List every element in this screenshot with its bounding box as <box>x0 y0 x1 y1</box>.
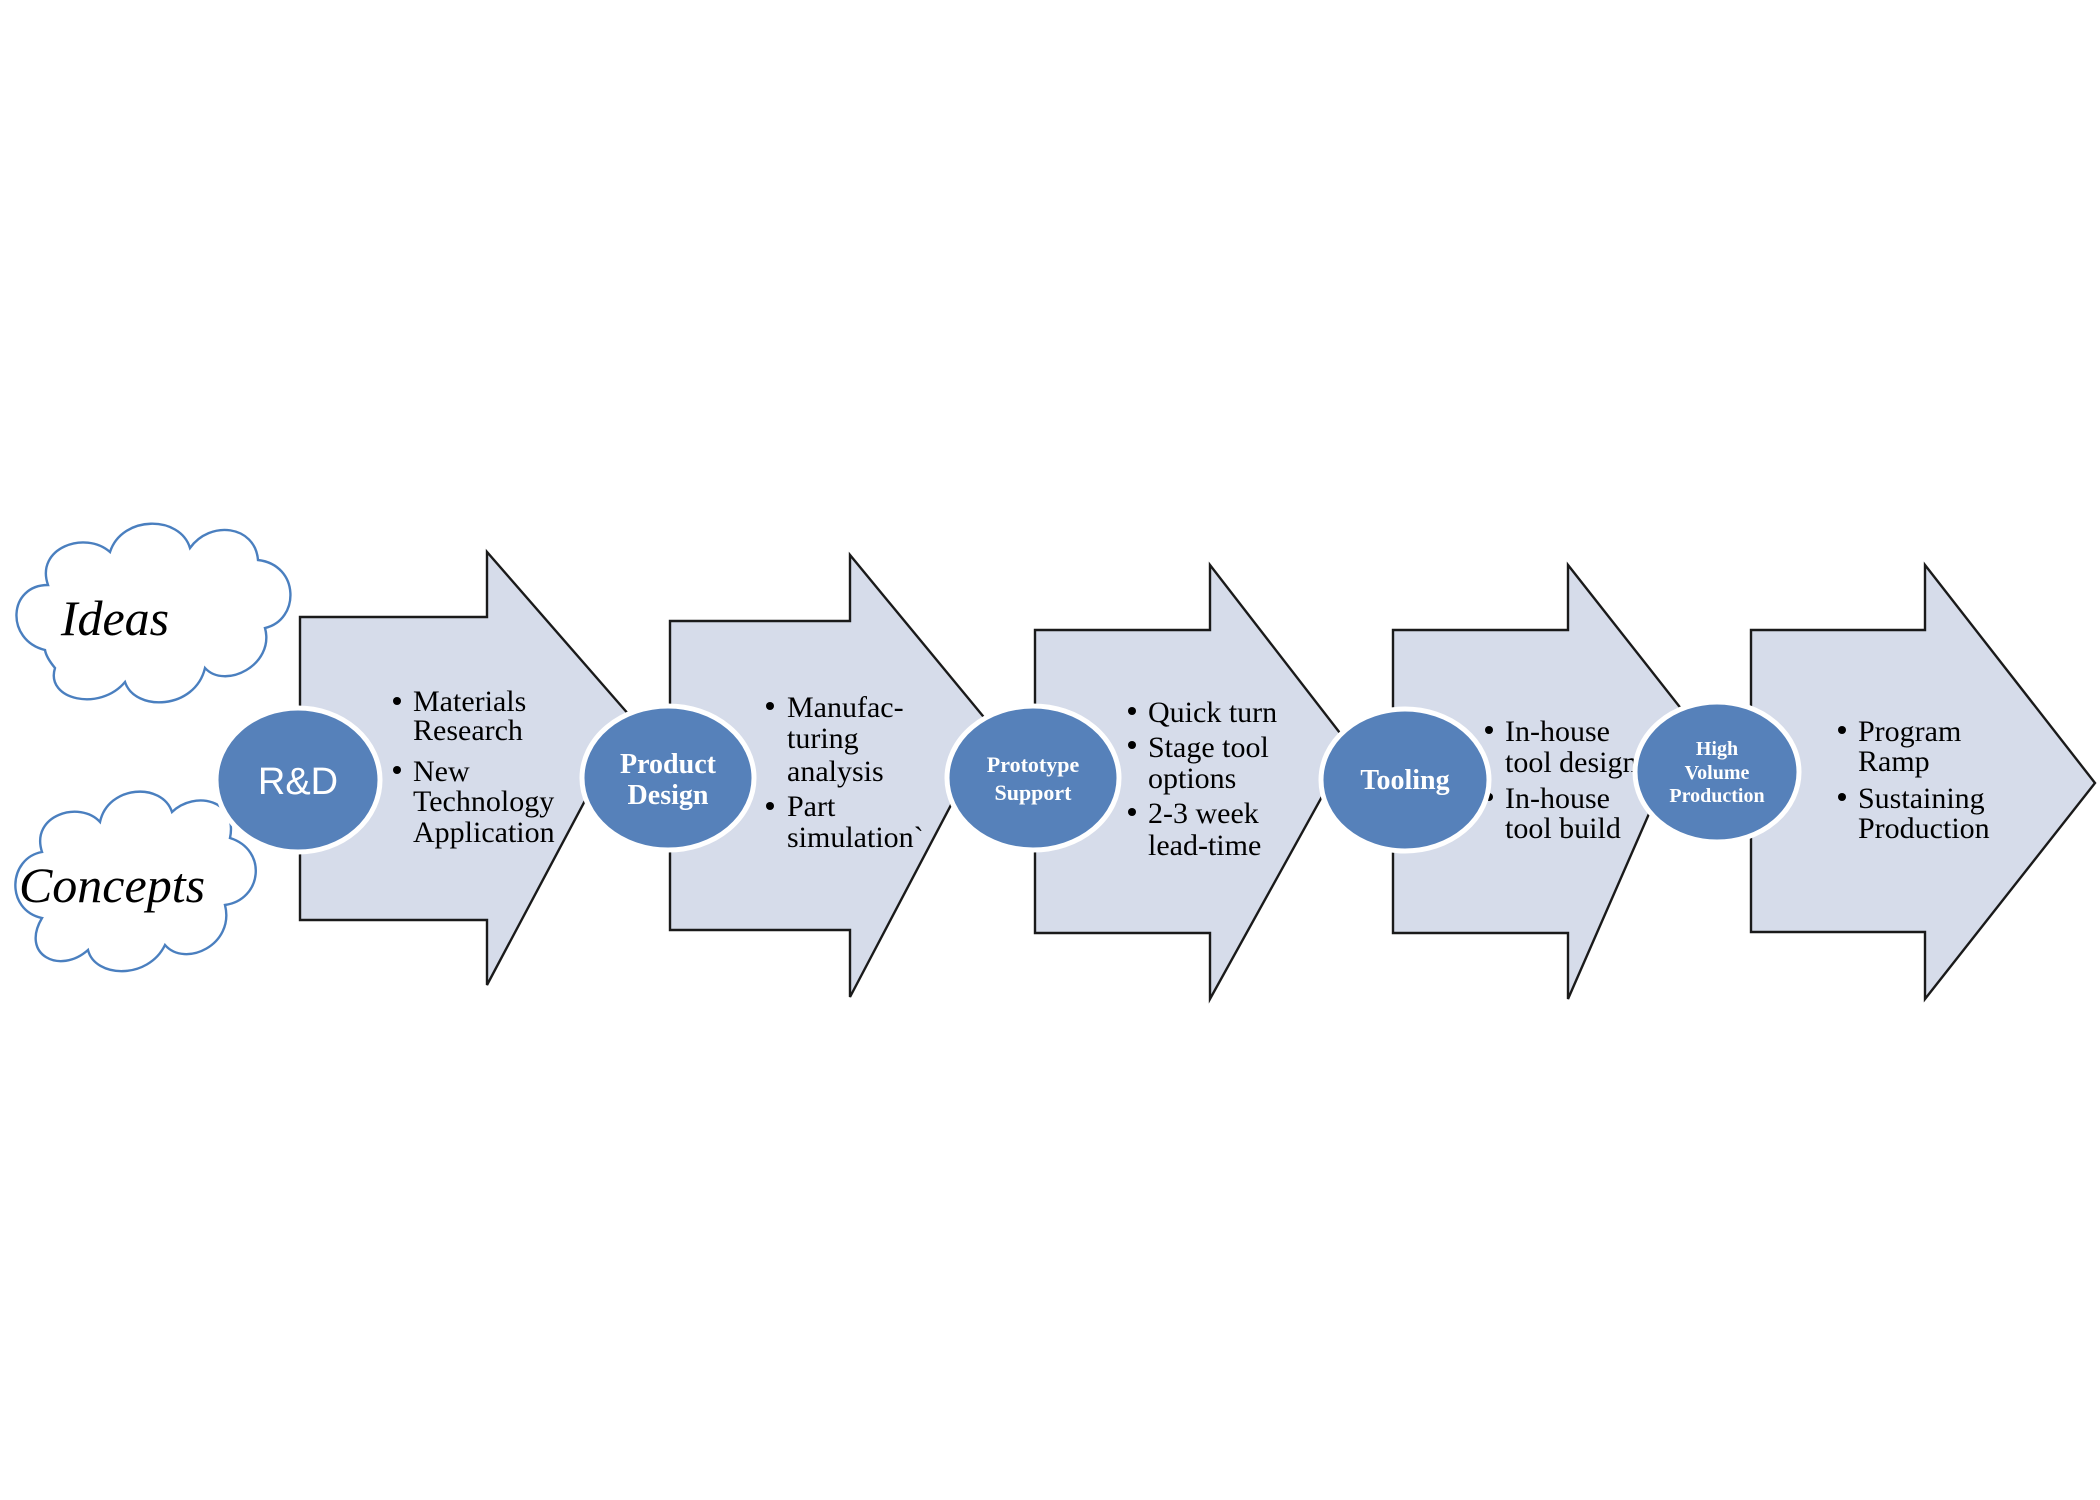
stage-tooling: Tooling <box>1318 706 1492 854</box>
stage-prototype-support: Prototype Support <box>944 703 1122 853</box>
cloud-concepts-label: Concepts <box>19 857 205 913</box>
cloud-ideas-shape <box>15 522 292 704</box>
bullet-rd-2-line3: Application <box>413 816 555 849</box>
stage-arrow-rd <box>298 548 632 986</box>
stage-title-hvp-line1: High <box>1696 738 1738 760</box>
stage-title-prototype-support-line2: Support <box>994 780 1072 805</box>
bullet-product-design-1-line2: turing <box>787 722 859 755</box>
cloud-concepts: Concepts <box>14 790 257 973</box>
stage-circle-tooling <box>1318 706 1492 854</box>
bullet-rd-1-line1: Materials <box>413 685 526 718</box>
bullet-dot <box>766 702 774 710</box>
bullets-rd: Materials Research New Technology Applic… <box>393 685 555 849</box>
bullets-product-design: Manufac- turing analysis Part simulation… <box>766 691 924 854</box>
bullet-dot <box>1128 808 1136 816</box>
bullet-rd-2-line1: New <box>413 755 470 788</box>
bullet-rd-2-line2: Technology <box>413 785 554 818</box>
cloud-concepts-shape <box>14 790 257 973</box>
stage-title-hvp-line3: Production <box>1669 785 1764 807</box>
bullet-hvp-2-line2: Production <box>1858 812 1990 845</box>
stage-product-design: Product Design <box>579 703 757 853</box>
stage-arrows <box>298 548 2097 1004</box>
bullet-tooling-1-line1: In-house <box>1505 715 1610 748</box>
bullet-prototype-support-3-line1: 2-3 week <box>1148 797 1259 830</box>
bullets-prototype-support: Quick turn Stage tool options 2-3 week l… <box>1128 696 1277 862</box>
bullet-tooling-2-line1: In-house <box>1505 782 1610 815</box>
stage-circle-rd <box>213 705 383 855</box>
bullet-dot <box>393 766 401 774</box>
bullet-prototype-support-2-line2: options <box>1148 762 1236 795</box>
bullet-rd-1-line2: Research <box>413 714 523 747</box>
cloud-ideas-label: Ideas <box>60 590 169 646</box>
bullet-product-design-1-line1: Manufac- <box>787 691 904 724</box>
bullet-product-design-2-line2: simulation` <box>787 821 924 854</box>
bullet-dot <box>1128 741 1136 749</box>
bullet-prototype-support-2-line1: Stage tool <box>1148 731 1269 764</box>
bullets-tooling: In-house tool design In-house tool build <box>1485 715 1638 845</box>
bullet-dot <box>1838 793 1846 801</box>
stage-arrow-prototype-support <box>1033 561 1352 1004</box>
stage-title-tooling: Tooling <box>1360 765 1449 796</box>
stage-arrow-product-design <box>668 551 994 998</box>
stage-title-product-design-line2: Design <box>628 780 709 811</box>
bullet-prototype-support-1-line1: Quick turn <box>1148 696 1277 729</box>
bullet-dot <box>393 697 401 705</box>
stage-circle-prototype-support <box>944 703 1122 853</box>
stage-rd: R&D <box>213 705 383 855</box>
bullet-dot <box>1485 726 1493 734</box>
stage-circle-high-volume-production <box>1632 699 1802 845</box>
bullet-hvp-1-line2: Ramp <box>1858 745 1930 778</box>
bullet-tooling-2-line2: tool build <box>1505 812 1621 845</box>
bullet-dot <box>1838 726 1846 734</box>
stage-title-hvp-line2: Volume <box>1685 762 1750 784</box>
stage-title-rd: R&D <box>258 761 338 803</box>
bullet-hvp-1-line1: Program <box>1858 715 1961 748</box>
bullet-product-design-1-line3: analysis <box>787 755 884 788</box>
bullet-tooling-1-line2: tool design <box>1505 746 1638 779</box>
bullet-prototype-support-3-line2: lead-time <box>1148 829 1261 862</box>
stage-arrow-high-volume-production <box>1749 561 2097 1003</box>
stage-title-product-design-line1: Product <box>620 749 717 780</box>
bullet-product-design-2-line1: Part <box>787 790 836 823</box>
bullets-high-volume-production: Program Ramp Sustaining Production <box>1838 715 1990 845</box>
bullet-dot <box>766 802 774 810</box>
bullet-dot <box>1128 707 1136 715</box>
stage-circle-product-design <box>579 703 757 853</box>
stage-title-prototype-support-line1: Prototype <box>987 752 1080 777</box>
cloud-ideas: Ideas <box>15 522 292 704</box>
bullet-hvp-2-line1: Sustaining <box>1858 782 1985 815</box>
stage-arrow-tooling <box>1391 561 1692 1000</box>
stage-high-volume-production: High Volume Production <box>1632 699 1802 845</box>
